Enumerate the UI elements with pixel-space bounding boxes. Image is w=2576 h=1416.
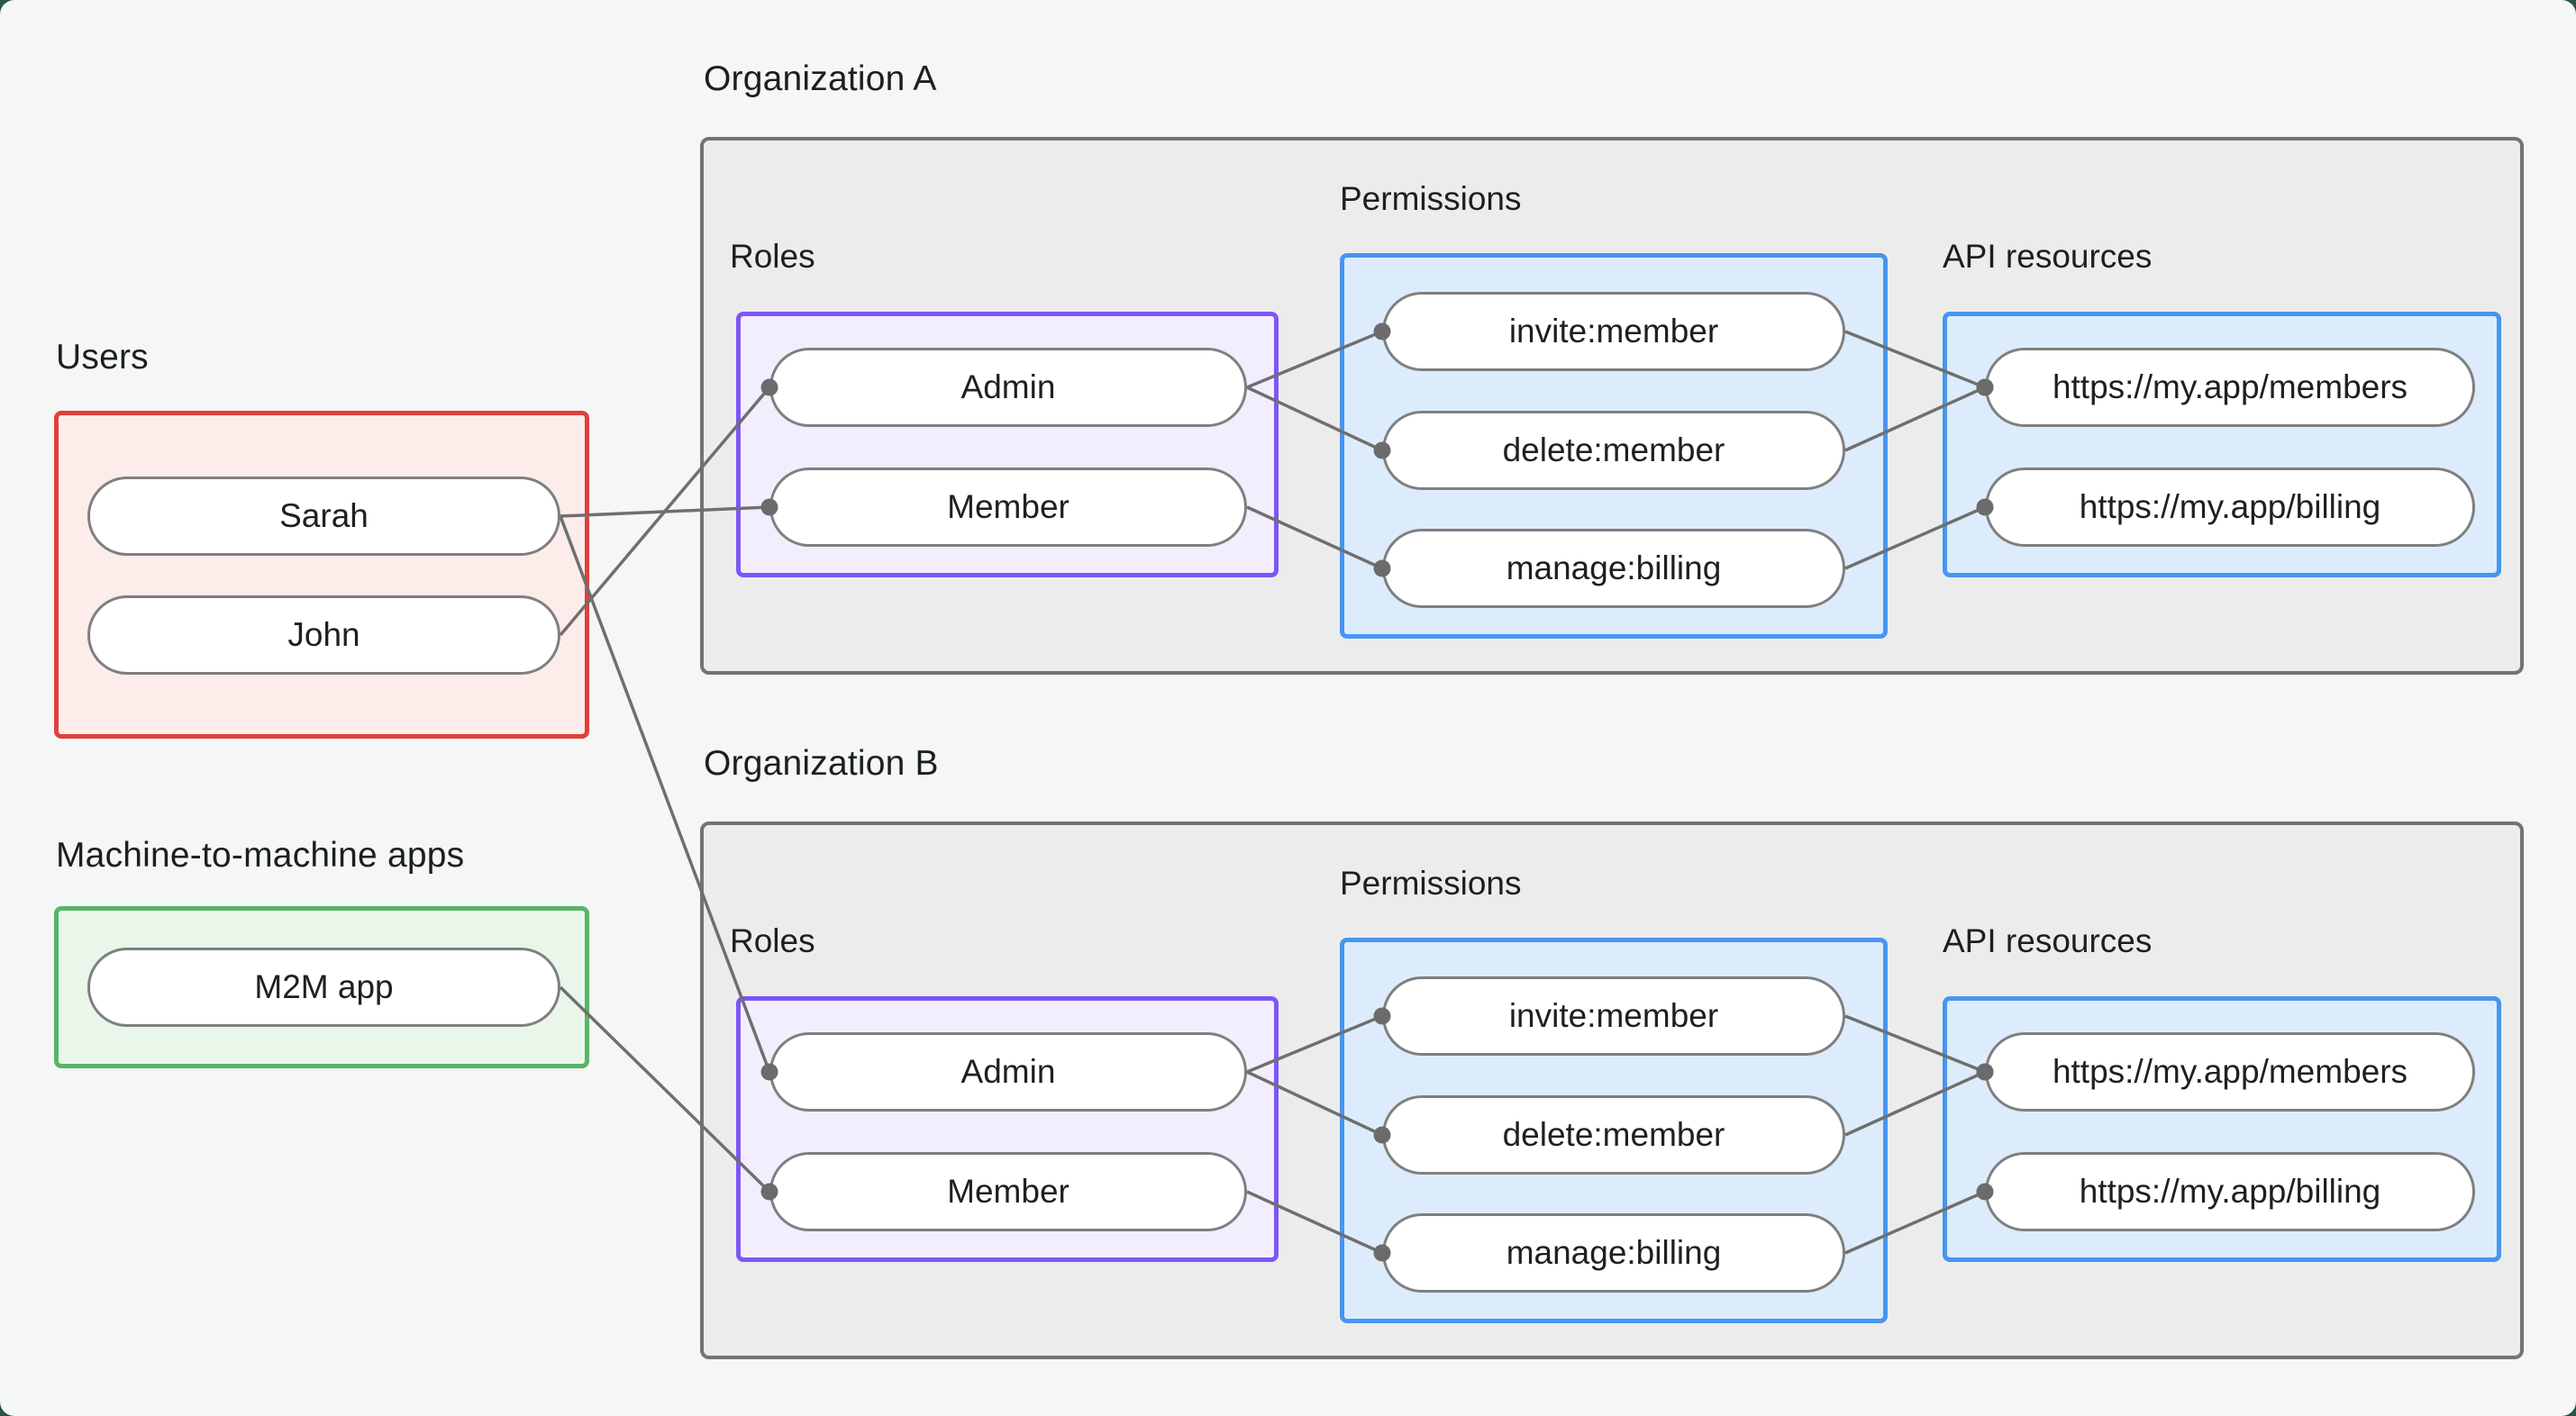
user-pill: John — [87, 595, 560, 675]
api-resource-pill: https://my.app/billing — [1985, 467, 2475, 547]
org-a-api-resources-label: API resources — [1943, 238, 2153, 275]
org-b-roles-label: Roles — [730, 922, 815, 959]
permission-pill: delete:member — [1382, 411, 1845, 490]
users-group-label: Users — [56, 338, 149, 377]
api-resource-pill: https://my.app/members — [1985, 1032, 2475, 1112]
api-resource-pill: https://my.app/members — [1985, 348, 2475, 427]
org-b-api-resources-label: API resources — [1943, 922, 2153, 959]
role-pill: Member — [769, 467, 1247, 547]
org-b-box: Permissions Roles API resources Admin Me… — [700, 821, 2524, 1359]
org-a-roles-label: Roles — [730, 238, 815, 275]
permission-pill: manage:billing — [1382, 1213, 1845, 1293]
org-b-title: Organization B — [704, 744, 939, 783]
role-pill: Member — [769, 1152, 1247, 1231]
permission-pill: invite:member — [1382, 292, 1845, 371]
user-pill: Sarah — [87, 477, 560, 556]
role-pill: Admin — [769, 1032, 1247, 1112]
m2m-app-pill: M2M app — [87, 948, 560, 1027]
permission-pill: delete:member — [1382, 1095, 1845, 1175]
org-a-title: Organization A — [704, 59, 937, 98]
org-b-permissions-label: Permissions — [1340, 865, 1522, 902]
org-a-box: Permissions Roles API resources Admin Me… — [700, 137, 2524, 675]
permission-pill: manage:billing — [1382, 529, 1845, 608]
role-pill: Admin — [769, 348, 1247, 427]
org-a-permissions-label: Permissions — [1340, 180, 1522, 217]
permission-pill: invite:member — [1382, 976, 1845, 1056]
api-resource-pill: https://my.app/billing — [1985, 1152, 2475, 1231]
m2m-group-label: Machine-to-machine apps — [56, 836, 465, 875]
users-group-box — [54, 411, 589, 739]
